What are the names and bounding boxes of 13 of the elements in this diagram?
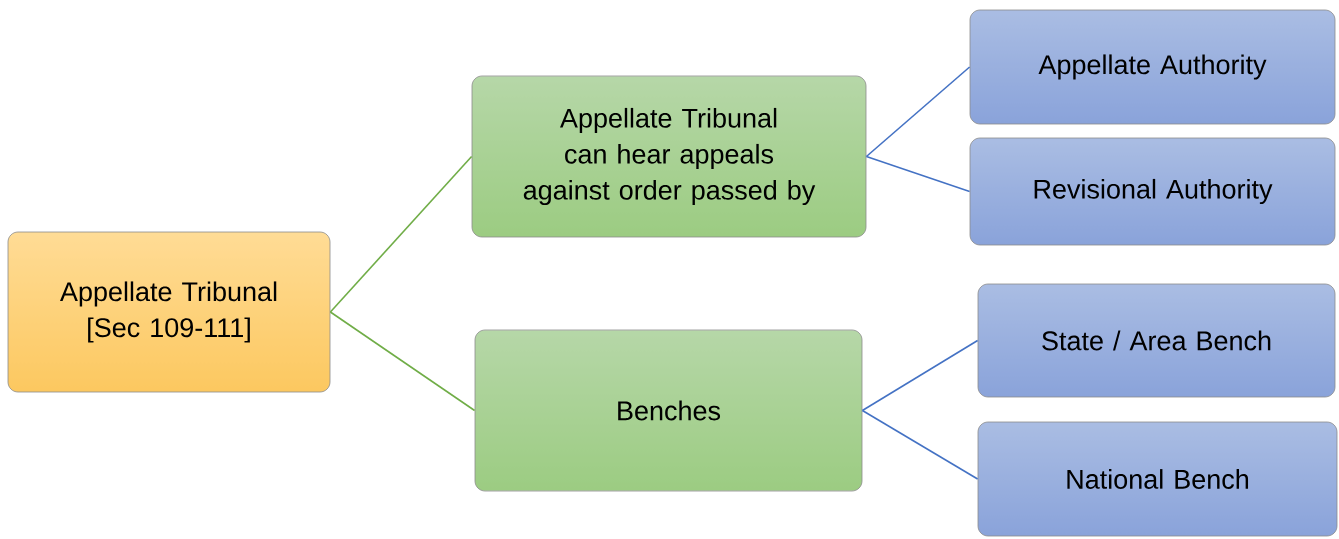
text-box: Revisional Authority — [969, 137, 1336, 246]
text-box: Appellate Tribunal can hear appeals against order passed by — [471, 75, 867, 238]
connector-line — [865, 66, 971, 158]
text-box: National Bench — [977, 421, 1338, 537]
text-box: Benches — [474, 329, 863, 492]
connector-line — [861, 339, 979, 412]
connector-line — [329, 311, 476, 412]
connector-line — [329, 155, 473, 313]
text-box: Appellate Tribunal [Sec 109-111] — [7, 231, 331, 393]
connector-line — [861, 409, 979, 480]
text-box: Appellate Authority — [969, 9, 1336, 125]
text-box: State / Area Bench — [977, 283, 1336, 398]
connector-line — [865, 155, 971, 193]
